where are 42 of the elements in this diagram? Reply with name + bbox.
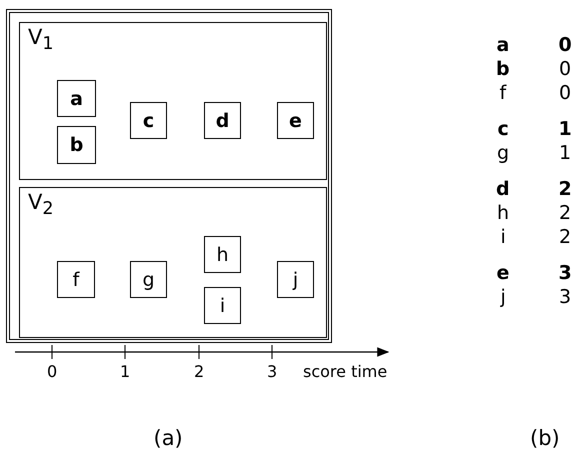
table-cell: 1 (558, 118, 572, 140)
table-cell: g (497, 142, 510, 164)
group-box (19, 22, 327, 180)
table-cell: j (500, 286, 506, 308)
table-cell: h (497, 202, 510, 224)
table-cell: d (496, 178, 510, 200)
table-cell: e (496, 262, 510, 284)
table-cell: 2 (559, 202, 572, 224)
tick-label: 3 (267, 362, 278, 381)
table-cell: 0 (558, 34, 572, 56)
outer-frame (6, 9, 332, 343)
node-box: b (57, 126, 96, 164)
panel-label: (b) (530, 426, 560, 450)
table-cell: i (500, 226, 506, 248)
panel-label: (a) (154, 426, 183, 450)
tick-label: 0 (47, 362, 58, 381)
group-title: V$_{2}$ (28, 190, 54, 220)
table-cell: 0 (559, 58, 572, 80)
node-box: i (204, 287, 241, 324)
node-box: d (204, 102, 241, 139)
tick-label: 1 (120, 362, 130, 381)
axis-label: score time (303, 362, 388, 381)
group-box (19, 187, 327, 338)
node-box: j (277, 261, 314, 298)
table-cell: f (500, 82, 506, 104)
table-cell: c (498, 118, 509, 140)
table-cell: 2 (558, 178, 572, 200)
node-box: a (57, 80, 96, 117)
table-cell: 1 (559, 142, 572, 164)
table-cell: a (496, 34, 510, 56)
table-cell: 0 (559, 82, 572, 104)
node-box: g (130, 261, 167, 298)
node-box: c (130, 102, 167, 139)
node-box: h (204, 236, 241, 273)
table-cell: 2 (559, 226, 572, 248)
table-cell: 3 (559, 286, 572, 308)
tick-label: 2 (194, 362, 204, 381)
table-cell: b (496, 58, 510, 80)
node-box: f (57, 261, 95, 298)
group-title: V$_{1}$ (28, 25, 54, 54)
table-cell: 3 (558, 262, 572, 284)
node-box: e (277, 102, 314, 139)
